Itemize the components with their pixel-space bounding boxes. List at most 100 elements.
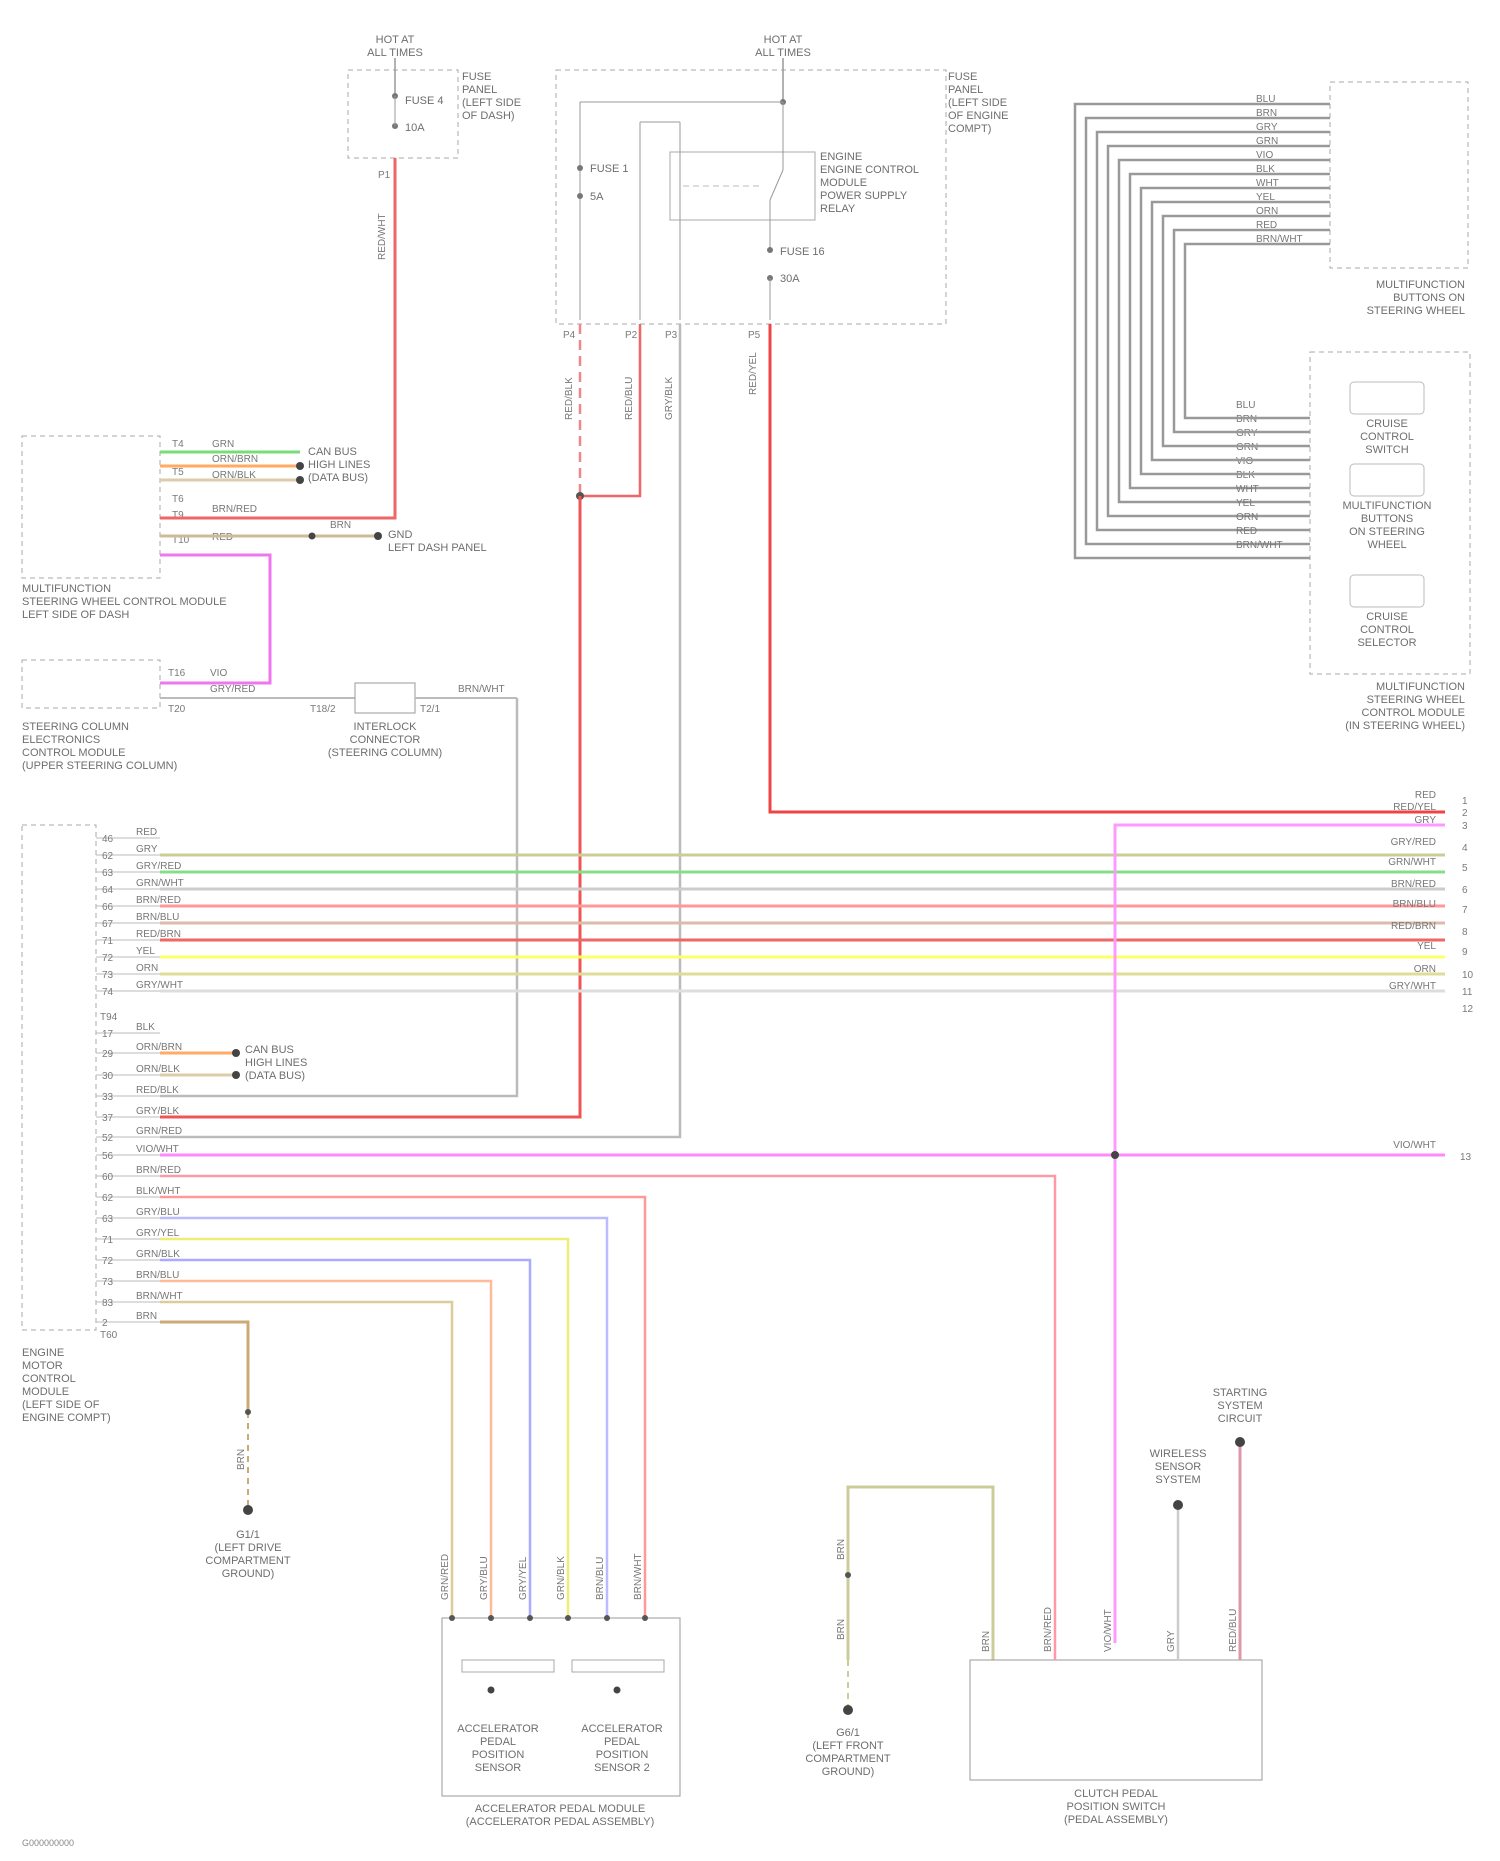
ecm-wire-label: BRN/BLU: [136, 912, 179, 923]
wire-label: RED/BLU: [1228, 1609, 1239, 1652]
relay-text: ENGINE CONTROL: [820, 164, 919, 176]
right-pin: 7: [1462, 905, 1468, 916]
module-text: ENGINE: [22, 1347, 64, 1359]
ecm-wire-label: GRY: [136, 844, 158, 855]
button-wire-label: WHT: [1256, 178, 1279, 189]
button-wire: [1086, 118, 1330, 544]
dest-text: SYSTEM: [1155, 1474, 1200, 1486]
pad-text: MULTIFUNCTION: [1342, 500, 1431, 512]
button-wire: [1097, 132, 1330, 530]
ground-2: BRN BRN G6/1 (LEFT FRONT COMPARTMENT GRO…: [805, 1487, 993, 1778]
pad-text: CRUISE: [1366, 418, 1408, 430]
ecm-pin: 72: [102, 1256, 114, 1267]
module-wire-label: GRY: [1236, 428, 1258, 439]
right-pin: 12: [1462, 1004, 1474, 1015]
ecm-wire-label: GRY/BLK: [136, 1106, 179, 1117]
ecm-wire-label: GRY/WHT: [136, 980, 183, 991]
ecm-wire-label: BRN/BLU: [136, 1270, 179, 1281]
module-text: STEERING WHEEL: [1367, 305, 1465, 317]
wire-label: GRY/BLK: [664, 377, 675, 420]
module-wire-label: RED: [1236, 526, 1257, 537]
button-wire-label: GRY: [1256, 122, 1278, 133]
ground-text: G1/1: [236, 1529, 260, 1541]
block-label: T60: [100, 1330, 118, 1341]
dest-text: LEFT DASH PANEL: [388, 542, 487, 554]
button-wire: [1185, 244, 1330, 418]
ecm-pin: 83: [102, 1298, 114, 1309]
right-wire-label: ORN: [1414, 964, 1436, 975]
button-wire: [1130, 174, 1330, 488]
wire-label: RED/BLK: [564, 377, 575, 420]
module-wire-label: BRN/WHT: [1236, 540, 1283, 551]
ecm-wire-label: BLK/WHT: [136, 1186, 180, 1197]
ecm-pin: 46: [102, 834, 114, 845]
ecm-wire-label: ORN/BLK: [136, 1064, 180, 1075]
module-text: MULTIFUNCTION: [22, 583, 111, 595]
right-pin: 1: [1462, 796, 1468, 807]
right-wire-label: GRN/WHT: [1388, 857, 1436, 868]
steering-wheel-control-module: CRUISE CONTROL SWITCH MULTIFUNCTION BUTT…: [1310, 352, 1470, 732]
box-text: PANEL: [948, 84, 983, 96]
wire-label: BRN: [236, 1449, 247, 1470]
module-text: CLUTCH PEDAL: [1074, 1788, 1158, 1800]
pin-label: T20: [168, 704, 186, 715]
ecm-wire-label: ORN: [136, 963, 158, 974]
ecm-pin: 71: [102, 1235, 114, 1246]
pad-text: SELECTOR: [1357, 637, 1416, 649]
fuse-note: (STEERING COLUMN): [328, 747, 442, 759]
ground-text: (LEFT DRIVE: [214, 1542, 281, 1554]
pad-text: BUTTONS: [1361, 513, 1413, 525]
module-box: [22, 660, 160, 708]
ecm-wire-label: YEL: [136, 946, 155, 957]
ecm-wire-label: GRY/RED: [136, 861, 181, 872]
ecm-pin: 52: [102, 1133, 114, 1144]
button-wire: [1163, 216, 1330, 446]
right-pin: 8: [1462, 927, 1468, 938]
relay-text: ENGINE: [820, 151, 862, 163]
pad-text: ON STEERING: [1349, 526, 1425, 538]
ecm-pin: 2: [102, 1318, 108, 1329]
buttons-pad: [1350, 464, 1424, 496]
module-text: STEERING WHEEL: [1367, 694, 1465, 706]
button-wire: [1075, 104, 1330, 558]
module-wire-label: GRN: [1236, 442, 1258, 453]
dest-text: SENSOR: [1155, 1461, 1202, 1473]
relay-text: POWER SUPPLY: [820, 190, 908, 202]
wire-label: VIO/WHT: [1103, 1609, 1114, 1652]
right-pin: 4: [1462, 843, 1468, 854]
pedal-wire-label: BRN/BLU: [595, 1557, 606, 1600]
pin-label: T16: [168, 668, 186, 679]
ecm-wire-label: RED/BLK: [136, 1085, 179, 1096]
module-text: ELECTRONICS: [22, 734, 100, 746]
ecm-pin: 63: [102, 868, 114, 879]
ecm-wire-label: GRN/BLK: [136, 1249, 180, 1260]
module-text: (UPPER STEERING COLUMN): [22, 760, 177, 772]
module-wire-label: BRN: [1236, 414, 1257, 425]
ecm-pin: 64: [102, 885, 114, 896]
button-wire-label: RED: [1256, 220, 1277, 231]
ecm-pin: 73: [102, 1277, 114, 1288]
pin-label: T18/2: [310, 704, 336, 715]
ground-text: GROUND): [222, 1568, 275, 1580]
ecm-pin: 72: [102, 953, 114, 964]
wire-label: GRN: [212, 439, 234, 450]
button-harness: BLUBLUBRNBRNGRYGRYGRNGRNVIOVIOBLKBLKWHTW…: [1075, 94, 1330, 558]
ecm-pin: 62: [102, 851, 114, 862]
module-box: [22, 825, 96, 1330]
fuse-panel-2: HOT AT ALL TIMES FUSE PANEL (LEFT SIDE O…: [556, 34, 1009, 420]
module-text: MULTIFUNCTION: [1376, 681, 1465, 693]
wire-label: BRN: [981, 1631, 992, 1652]
module-text: BUTTONS ON: [1393, 292, 1465, 304]
ecm-pin: 66: [102, 902, 114, 913]
wire-label: BRN: [836, 1539, 847, 1560]
module-wire-label: ORN: [1236, 512, 1258, 523]
module-text: LEFT SIDE OF DASH: [22, 609, 129, 621]
ecm-pin: 33: [102, 1092, 114, 1103]
module-text: POSITION SWITCH: [1067, 1801, 1166, 1813]
fuse-label: FUSE 16: [780, 246, 825, 258]
button-wire: [1119, 160, 1330, 502]
clutch-pedal-switch: CLUTCH PEDAL POSITION SWITCH (PEDAL ASSE…: [160, 1176, 1267, 1826]
pedal-pin: [449, 1615, 455, 1621]
pedal-wire-label: GRY/BLU: [479, 1556, 490, 1600]
